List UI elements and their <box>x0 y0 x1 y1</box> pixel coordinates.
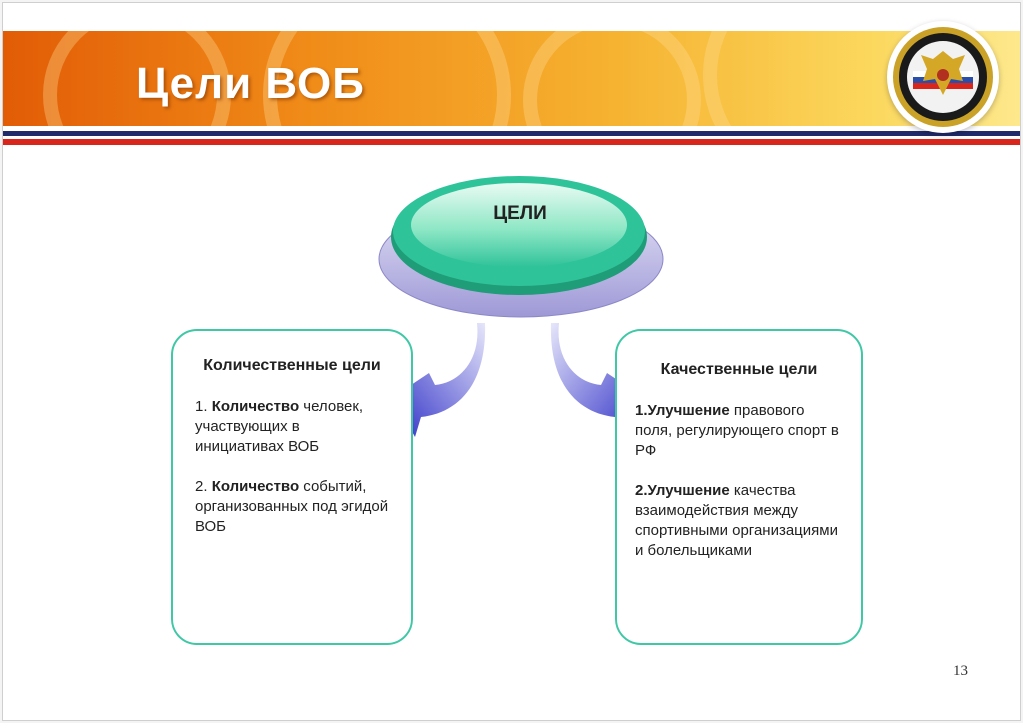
quantitative-goals-heading: Количественные цели <box>203 357 381 374</box>
curved-arrow-left-icon <box>393 323 486 437</box>
item-bold: 2.Улучшение <box>635 482 730 499</box>
header-stripes <box>3 126 1020 145</box>
quantitative-goals-box: Количественные цели 1. Количество челове… <box>171 329 413 645</box>
page-number: 13 <box>953 663 968 679</box>
slide-title: Цели ВОБ <box>136 59 365 108</box>
list-item: 2. Количество событий, организованных по… <box>195 477 389 537</box>
item-number: 1. <box>195 398 212 415</box>
list-item: 2.Улучшение качества взаимодействия межд… <box>635 481 843 561</box>
qualitative-goals-heading: Качественные цели <box>660 361 818 378</box>
item-text: правового поля, регулирующего спорт в РФ <box>635 402 839 459</box>
goals-ellipse <box>378 176 664 318</box>
item-text: человек, участвующих в инициативах ВОБ <box>195 398 364 455</box>
item-bold: Количество <box>211 398 300 415</box>
item-text: событий, организованных под эгидой ВОБ <box>195 478 389 535</box>
item-bold: 1.Улучшение <box>635 402 730 419</box>
list-item: 1.Улучшение правового поля, регулирующег… <box>635 401 843 461</box>
item-text: качества взаимодействия между спортивным… <box>635 482 838 559</box>
double-headed-eagle-emblem-icon <box>887 21 999 133</box>
item-bold: Количество <box>211 478 300 495</box>
header-banner <box>3 31 1020 126</box>
item-number: 2. <box>195 478 212 495</box>
list-item: 1. Количество человек, участвующих в ини… <box>195 397 389 457</box>
qualitative-goals-box: Качественные цели 1.Улучшение правового … <box>615 329 863 645</box>
goals-label: ЦЕЛИ <box>493 203 547 224</box>
